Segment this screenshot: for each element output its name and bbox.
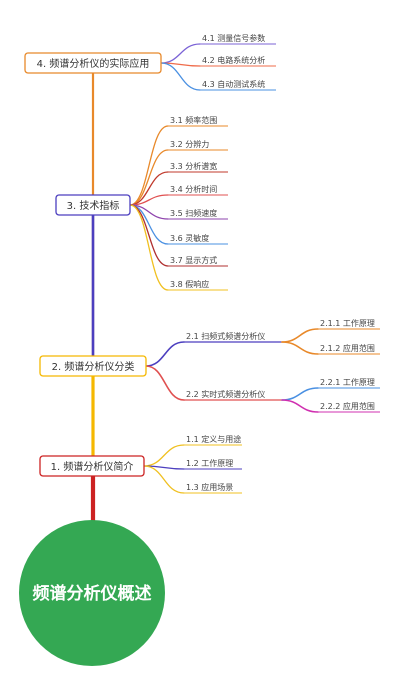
branch-label: 1. 频谱分析仪简介 (51, 460, 134, 473)
branch-node-4[interactable]: 1. 频谱分析仪简介 (39, 455, 145, 477)
leaf-item[interactable]: 3.3 分析谱宽 (170, 161, 217, 171)
leaf-connector (143, 465, 185, 494)
leaf-item[interactable]: 2.1.2 应用范围 (320, 343, 375, 353)
branch-label: 2. 频谱分析仪分类 (52, 360, 135, 373)
leaf-item[interactable]: 1.3 应用场景 (186, 482, 233, 492)
root-title: 频谱分析仪概述 (33, 583, 152, 604)
leaf-connector (129, 204, 169, 267)
leaf-item[interactable]: 4.3 自动测试系统 (202, 79, 265, 89)
leaf-connector (129, 204, 169, 291)
leaf-connector (143, 444, 185, 467)
leaf-item[interactable]: 3.7 显示方式 (170, 255, 217, 265)
sub-connector (145, 365, 185, 401)
nodes-layer: 频谱分析仪概述 4. 频谱分析仪的实际应用 4.1 测量信号参数 4.2 电路系统分析… (19, 33, 375, 666)
branch-label: 4. 频谱分析仪的实际应用 (37, 57, 150, 70)
leaf-item[interactable]: 3.4 分析时间 (170, 184, 217, 194)
connector-lines (90, 43, 380, 526)
leaf-item[interactable]: 3.6 灵敏度 (170, 233, 209, 243)
root-node (19, 520, 165, 666)
branch-box (39, 355, 147, 377)
leaf-item[interactable]: 1.2 工作原理 (186, 458, 233, 468)
leaf-item[interactable]: 2.1.1 工作原理 (320, 318, 375, 328)
leaf-item[interactable]: 3.8 假响应 (170, 279, 209, 289)
leaf-item[interactable]: 2.2.1 工作原理 (320, 377, 375, 387)
leaf-connector (129, 149, 169, 206)
sub-node[interactable]: 2.2 实时式频谱分析仪 (186, 389, 265, 399)
leaf-connector (281, 341, 319, 355)
leaf-connector (160, 43, 201, 64)
leaf-connector (129, 125, 169, 206)
branch-box (39, 455, 145, 477)
leaf-item[interactable]: 3.1 频率范围 (170, 115, 217, 125)
branch-box (55, 194, 131, 216)
leaf-connector (160, 62, 201, 91)
leaf-item[interactable]: 1.1 定义与用途 (186, 434, 241, 444)
leaf-connector (281, 328, 319, 343)
leaf-item[interactable]: 3.2 分辨力 (170, 139, 209, 149)
leaf-item[interactable]: 2.2.2 应用范围 (320, 401, 375, 411)
leaf-item[interactable]: 4.1 测量信号参数 (202, 33, 265, 43)
leaf-connector (281, 399, 319, 413)
branch-box (24, 52, 162, 74)
branch-node-1[interactable]: 4. 频谱分析仪的实际应用 (24, 52, 162, 74)
branch-label: 3. 技术指标 (67, 199, 120, 212)
sub-connector (145, 341, 185, 367)
leaf-item[interactable]: 4.2 电路系统分析 (202, 55, 265, 65)
sub-node[interactable]: 2.1 扫频式频谱分析仪 (186, 331, 265, 341)
branch-node-3[interactable]: 2. 频谱分析仪分类 (39, 355, 147, 377)
leaf-item[interactable]: 3.5 扫频速度 (170, 208, 217, 218)
branch-node-2[interactable]: 3. 技术指标 (55, 194, 131, 216)
leaf-connector (129, 204, 169, 245)
leaf-connector (281, 387, 319, 401)
